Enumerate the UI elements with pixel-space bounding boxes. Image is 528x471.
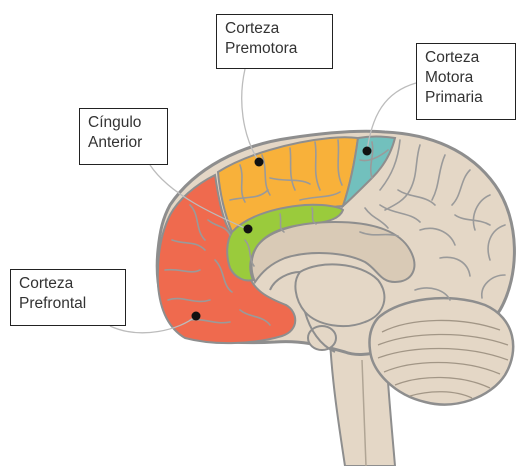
label-corteza-motora-primaria-line1: Corteza [425, 48, 507, 68]
label-corteza-prefrontal: Corteza Prefrontal [10, 269, 126, 326]
label-corteza-premotora: Corteza Premotora [216, 14, 333, 69]
marker-dot-prefrontal [192, 312, 201, 321]
cerebellum [369, 298, 513, 404]
label-corteza-motora-primaria-line2: Motora [425, 68, 507, 88]
label-corteza-motora-primaria-line3: Primaria [425, 88, 507, 108]
label-corteza-premotora-line1: Corteza [225, 19, 324, 39]
label-corteza-premotora-line2: Premotora [225, 39, 324, 59]
label-corteza-motora-primaria: Corteza Motora Primaria [416, 43, 516, 120]
label-cingulo-anterior: Cíngulo Anterior [79, 108, 168, 165]
label-corteza-prefrontal-line1: Corteza [19, 274, 117, 294]
label-cingulo-anterior-line2: Anterior [88, 133, 159, 153]
label-corteza-prefrontal-line2: Prefrontal [19, 294, 117, 314]
marker-dot-premotora [255, 158, 264, 167]
marker-dot-motora [363, 147, 372, 156]
marker-dot-cingulo [244, 225, 253, 234]
label-cingulo-anterior-line1: Cíngulo [88, 113, 159, 133]
